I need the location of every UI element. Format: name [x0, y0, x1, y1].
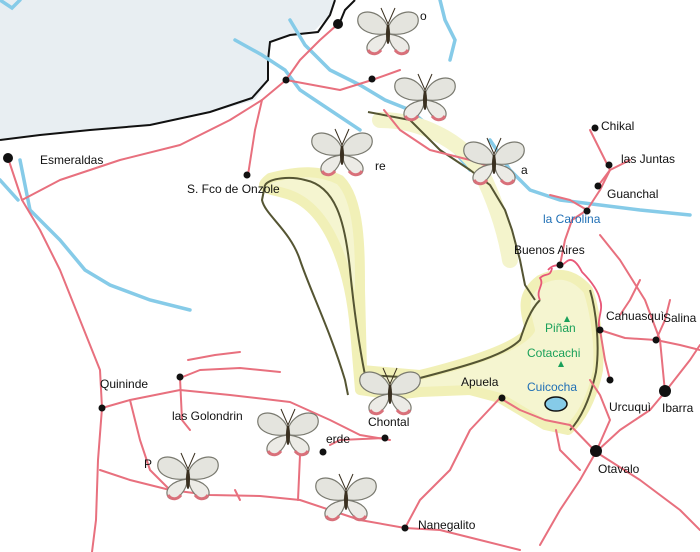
- butterfly-1: [356, 6, 420, 56]
- label-quininde: Quininde: [100, 377, 149, 391]
- cuicocha-lake: [544, 396, 568, 412]
- butterfly-8: [314, 472, 378, 522]
- ocean: [0, 0, 335, 140]
- label-salinas: Salina: [663, 311, 697, 325]
- label-urcuqui: Urcuquì: [609, 400, 652, 414]
- butterfly-6: [256, 407, 320, 457]
- reserve-area: [258, 167, 604, 435]
- label-verde-fragment: erde: [326, 432, 351, 446]
- coastline: [0, 0, 336, 141]
- butterfly-2: [393, 72, 457, 122]
- label-cahuasqui: Cahuasquì: [606, 309, 665, 323]
- label-nanegalito: Nanegalito: [418, 518, 476, 532]
- label-a-fragment: a: [521, 163, 528, 177]
- label-chikal: Chikal: [601, 119, 635, 133]
- label-apuela: Apuela: [461, 375, 499, 389]
- label-cotacachi: Cotacachi: [527, 346, 581, 360]
- label-chontal: Chontal: [368, 415, 410, 429]
- label-s-fco-de-onzole: S. Fco de Onzole: [187, 182, 280, 196]
- label-la-carolina: la Carolina: [543, 212, 601, 226]
- label-guanchal: Guanchal: [607, 187, 659, 201]
- label-top-fragment: o: [420, 9, 427, 23]
- town-markers: [3, 19, 671, 532]
- label-ibarra: Ibarra: [662, 401, 694, 415]
- label-re-fragment: re: [375, 159, 386, 173]
- label-otavalo: Otavalo: [598, 462, 640, 476]
- label-las-golondrinas: las Golondrin: [172, 409, 243, 423]
- label-las-juntas: las Juntas: [621, 152, 676, 166]
- label-p-fragment: P: [144, 457, 153, 471]
- label-esmeraldas: Esmeraldas: [40, 153, 104, 167]
- label-cuicocha: Cuicocha: [527, 380, 578, 394]
- label-buenos-aires: Buenos Aires: [514, 243, 585, 257]
- butterfly-3: [310, 127, 374, 177]
- label-pinan: Piñan: [545, 321, 576, 335]
